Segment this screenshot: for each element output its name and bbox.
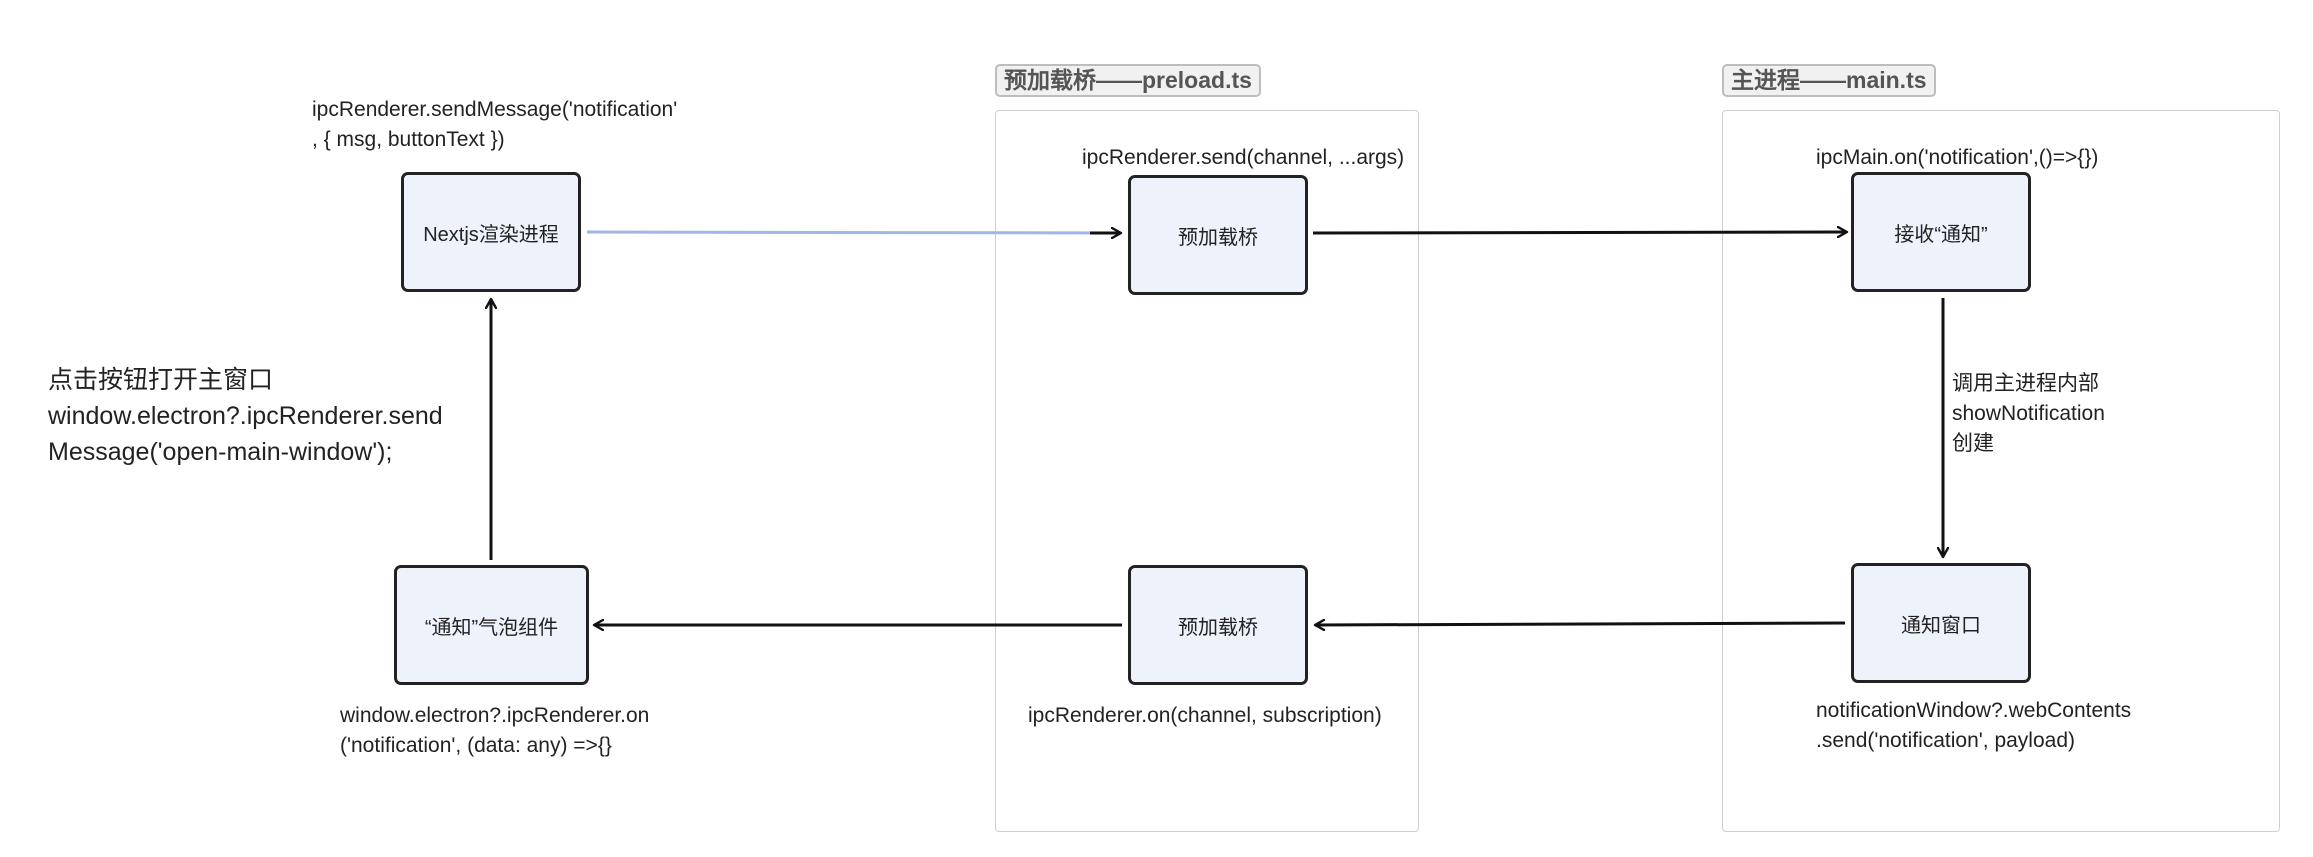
node-notification-bubble[interactable]: “通知”气泡组件 <box>394 565 589 685</box>
note-renderer-on: window.electron?.ipcRenderer.on ('notifi… <box>340 701 649 761</box>
note-open-main-window-line-3: Message('open-main-window'); <box>48 438 393 466</box>
arrow-renderer-to-preload <box>586 230 1122 235</box>
note-show-notification-line-3: 创建 <box>1952 432 1994 455</box>
note-open-main-window-line-1: 点击按钮打开主窗口 <box>48 366 274 394</box>
note-window-send-line-2: .send('notification', payload) <box>1816 729 2076 752</box>
node-receive-notification[interactable]: 接收“通知” <box>1851 172 2031 292</box>
note-window-send-line-1: notificationWindow?.webContents <box>1816 699 2132 722</box>
node-preload-top[interactable]: 预加载桥 <box>1128 175 1308 295</box>
note-show-notification-line-2: showNotification <box>1952 402 2105 425</box>
note-send-message: ipcRenderer.sendMessage('notification' ,… <box>312 95 677 155</box>
node-notification-window[interactable]: 通知窗口 <box>1851 563 2031 683</box>
main-lane <box>1722 110 2280 832</box>
note-send-message-line-2: , { msg, buttonText }) <box>312 128 505 151</box>
note-preload-send: ipcRenderer.send(channel, ...args) <box>1082 146 1405 169</box>
node-nextjs-renderer[interactable]: Nextjs渲染进程 <box>401 172 581 292</box>
preload-lane-title: 预加载桥——preload.ts <box>995 64 1261 97</box>
note-open-main-window-line-2: window.electron?.ipcRenderer.send <box>48 402 443 430</box>
note-renderer-on-line-1: window.electron?.ipcRenderer.on <box>340 704 650 727</box>
node-preload-bottom[interactable]: 预加载桥 <box>1128 565 1308 685</box>
main-lane-title: 主进程——main.ts <box>1722 64 1936 97</box>
note-open-main-window: 点击按钮打开主窗口 window.electron?.ipcRenderer.s… <box>48 362 443 470</box>
preload-lane <box>995 110 1419 832</box>
note-show-notification: 调用主进程内部 showNotification 创建 <box>1952 369 2105 459</box>
note-show-notification-line-1: 调用主进程内部 <box>1952 372 2099 395</box>
arrow-preload-to-main <box>1312 232 1847 233</box>
note-preload-on: ipcRenderer.on(channel, subscription) <box>1028 704 1382 727</box>
note-renderer-on-line-2: ('notification', (data: any) =>{} <box>340 734 612 757</box>
note-ipcmain-on: ipcMain.on('notification',()=>{}) <box>1816 146 2099 169</box>
note-send-message-line-1: ipcRenderer.sendMessage('notification' <box>312 98 678 121</box>
arrow-window-to-preload <box>1315 623 1846 625</box>
note-window-send: notificationWindow?.webContents .send('n… <box>1816 696 2131 756</box>
